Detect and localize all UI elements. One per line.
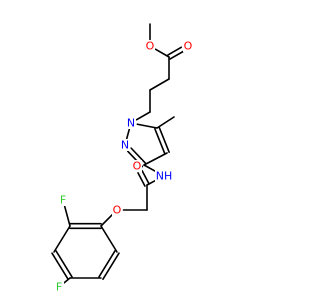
- bond-13-single: [143, 164, 157, 172]
- atom-label-n-7: N: [127, 117, 135, 130]
- bond-2-double-b: [167, 46, 183, 56]
- atom-13-background: [155, 170, 173, 182]
- atom-23-background: [54, 281, 64, 293]
- atom-12-background: [120, 139, 130, 151]
- bond-1-single: [154, 48, 170, 58]
- atom-7-background: [126, 117, 136, 129]
- atom-label-o-1: O: [146, 40, 155, 53]
- bond-15-double-a: [141, 169, 150, 185]
- atom-label-f-23: F: [56, 281, 62, 294]
- bond-10-single: [143, 152, 168, 166]
- bond-8-single: [156, 116, 175, 129]
- bond-7-single: [136, 123, 158, 129]
- bond-11-double-a: [130, 147, 147, 165]
- atom-20-background: [58, 194, 68, 206]
- bond-23-single: [63, 277, 71, 284]
- bond-2-double-a: [169, 50, 185, 60]
- atom-label-n-12: N: [121, 139, 129, 152]
- bond-4-single: [149, 78, 170, 91]
- bond-15-double-b: [137, 172, 146, 187]
- atom-label-f-20: F: [60, 194, 66, 207]
- bond-layer: [51, 23, 185, 284]
- bond-22-double-b: [55, 249, 73, 278]
- bond-26-single: [100, 225, 118, 253]
- bond-25-double-a: [102, 252, 120, 281]
- bond-21-single: [53, 225, 71, 253]
- bond-25-double-b: [98, 249, 116, 278]
- bond-18-single: [100, 213, 114, 227]
- atom-3-background: [183, 40, 193, 52]
- atom-label-o-17: O: [113, 204, 122, 217]
- bond-20-single: [63, 205, 71, 227]
- bond-9-double-a: [154, 128, 166, 155]
- atom-1-background: [145, 40, 155, 52]
- bond-6-single: [135, 111, 151, 121]
- atom-label-o-15: O: [133, 160, 142, 173]
- bond-22-double-a: [51, 252, 69, 281]
- atom-17-background: [112, 204, 122, 216]
- bond-9-double-b: [158, 126, 170, 153]
- atom-label-nh-13: NH: [156, 170, 173, 183]
- atom-label-o-3: O: [184, 40, 193, 53]
- atom-15-background: [132, 160, 142, 172]
- bond-12-single: [125, 128, 131, 140]
